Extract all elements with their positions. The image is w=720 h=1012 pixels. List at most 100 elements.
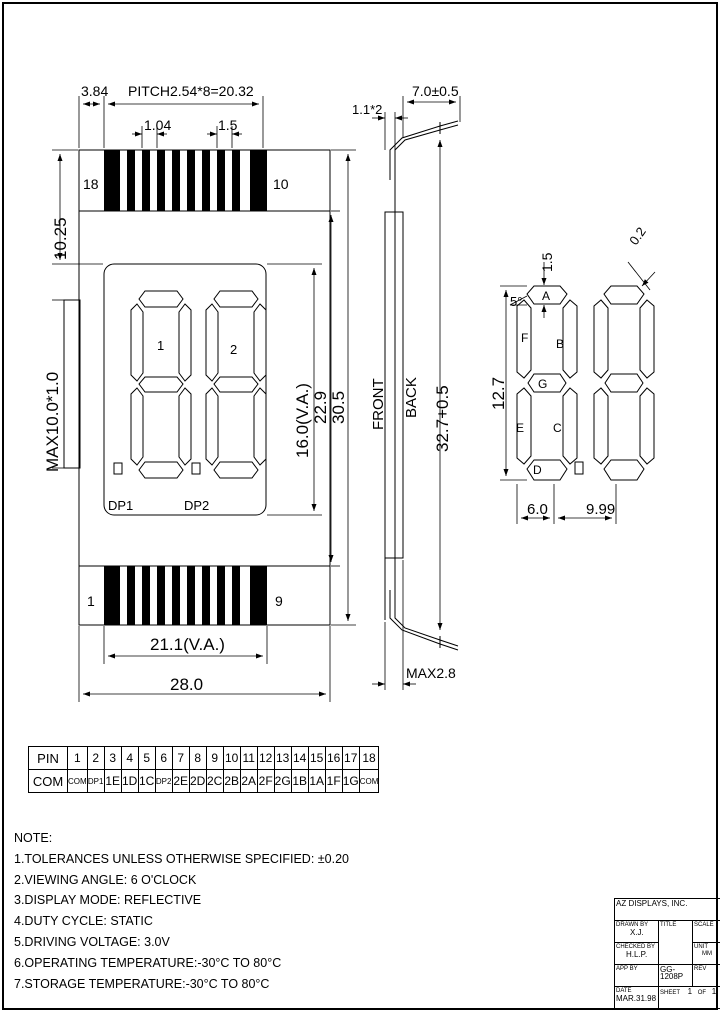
function-cell: 1B (290, 769, 309, 793)
pin-cell: 9 (205, 746, 224, 770)
pin-cell: 13 (273, 746, 292, 770)
dim-16-va: 16.0(V.A.) (293, 383, 312, 458)
function-cell: 2E (171, 769, 190, 793)
pin-number-row: PIN 1 2 3 4 5 6 7 8 9 10 11 12 13 14 15 … (28, 746, 380, 770)
pin-cell: 2 (86, 746, 105, 770)
bottom-pins (104, 566, 267, 625)
pin-cell: 11 (239, 746, 258, 770)
pin-label-1: 1 (87, 593, 95, 609)
company-name: AZ DISPLAYS, INC. (615, 899, 720, 921)
dim-1-04: 1.04 (144, 117, 171, 133)
date-value: MAR.31.98 (616, 994, 657, 1003)
pin-cell: 5 (137, 746, 156, 770)
approved-label: APP BY (615, 965, 659, 987)
dim-22-9: 22.9 (311, 391, 330, 424)
segment-detail-digit-2 (593, 285, 655, 481)
dim-max10: MAX10.0*1.0 (43, 372, 62, 472)
label-front: FRONT (370, 378, 387, 430)
checked-by-label: CHECKED BY (616, 944, 656, 950)
date-label: DATE (616, 988, 632, 994)
pin-cell: 4 (120, 746, 139, 770)
of-label: OF (697, 990, 707, 996)
function-cell: 1D (120, 769, 139, 793)
note-line: 3.DISPLAY MODE: REFLECTIVE (14, 893, 202, 908)
pin-cell: 3 (103, 746, 122, 770)
function-cell: DP2 (154, 769, 173, 793)
dim-21-1-va: 21.1(V.A.) (150, 635, 225, 654)
function-cell: 1F (324, 769, 343, 793)
unit-label: UNIT (694, 944, 708, 950)
date-cell: DATE MAR.31.98 (615, 987, 659, 1009)
dp1-label: DP1 (108, 498, 133, 513)
pin-table: PIN 1 2 3 4 5 6 7 8 9 10 11 12 13 14 15 … (28, 746, 380, 793)
rev-label: REV (693, 965, 720, 987)
side-tab (63, 299, 81, 469)
note-line: 6.OPERATING TEMPERATURE:-30°C TO 80°C (14, 955, 282, 970)
dim-detail-9-99: 9.99 (586, 501, 615, 518)
checked-by-value: H.L.P. (626, 950, 648, 959)
function-cell: COM (67, 769, 88, 793)
segment-labels: A B C D E F G (516, 289, 564, 477)
dim-pitch: PITCH2.54*8=20.32 (128, 83, 254, 99)
pin-cell: 14 (290, 746, 309, 770)
pin-cell: 1 (67, 746, 88, 770)
dp1-square (113, 462, 123, 475)
pin-cell: 10 (222, 746, 241, 770)
front-digit-2 (205, 290, 267, 479)
function-cell: 1G (341, 769, 360, 793)
title-block: AZ DISPLAYS, INC. DRAWN BY X.J. TITLE SC… (614, 898, 720, 1009)
note-line: 1.TOLERANCES UNLESS OTHERWISE SPECIFIED:… (14, 851, 349, 866)
dim-max2-8: MAX2.8 (406, 665, 456, 681)
pin-function-row: COM COM DP1 1E 1D 1C DP2 2E 2D 2C 2B 2A … (28, 769, 380, 793)
sheet-cell: SHEET 1 OF 1 (659, 987, 720, 1009)
function-cell: 2D (188, 769, 207, 793)
dim-detail-1-5: 1.5 (539, 252, 555, 272)
side-glass-back (394, 211, 404, 559)
function-cell: COM (358, 769, 380, 793)
dim-1-5: 1.5 (218, 117, 238, 133)
function-cell: 1A (307, 769, 326, 793)
function-cell: DP1 (86, 769, 105, 793)
front-view (63, 149, 331, 626)
function-cell: 2C (205, 769, 224, 793)
seg-label-e: E (516, 421, 524, 435)
function-cell: 2G (273, 769, 292, 793)
dp2-square (191, 462, 201, 475)
side-dimensions (372, 96, 461, 690)
pin-labels: 18 10 1 9 1 2 DP1 DP2 (83, 176, 289, 609)
dim-detail-12-7: 12.7 (489, 377, 508, 410)
function-cell: 1E (103, 769, 122, 793)
detail-dimensions (500, 261, 656, 524)
pin-cell: 15 (307, 746, 326, 770)
seg-label-b: B (556, 337, 564, 351)
drawn-by-cell: DRAWN BY X.J. (615, 921, 659, 943)
note-line: 7.STORAGE TEMPERATURE:-30°C TO 80°C (14, 976, 270, 991)
dim-1-1x2: 1.1*2 (352, 102, 382, 117)
scale-label: SCALE (693, 921, 720, 943)
pin-cell: 17 (341, 746, 360, 770)
seg-label-g: G (538, 377, 547, 391)
side-view (384, 120, 459, 651)
pin-label-9: 9 (275, 593, 283, 609)
dp2-label: DP2 (184, 498, 209, 513)
unit-value: MM (702, 951, 712, 957)
side-pin-bottom (394, 558, 459, 647)
dim-30-5: 30.5 (329, 391, 348, 424)
pin-label-10: 10 (273, 176, 289, 192)
note-line: 4.DUTY CYCLE: STATIC (14, 914, 153, 929)
notes-title: NOTE: (14, 831, 53, 845)
digit-label-2: 2 (230, 342, 237, 357)
pin-table-header: PIN (28, 746, 68, 770)
dim-10-25: 10.25 (51, 217, 70, 260)
side-pin-top (394, 124, 459, 212)
sheet-label: SHEET (660, 990, 680, 996)
pin-cell: 18 (358, 746, 380, 770)
function-table-header: COM (28, 769, 68, 793)
dim-32-7: 32.7+0.5 (433, 385, 452, 452)
function-cell: 2F (256, 769, 275, 793)
front-dimensions (52, 96, 356, 702)
drawn-by-value: X.J. (630, 928, 644, 937)
digit-label-1: 1 (157, 338, 164, 353)
function-cell: 2A (239, 769, 258, 793)
